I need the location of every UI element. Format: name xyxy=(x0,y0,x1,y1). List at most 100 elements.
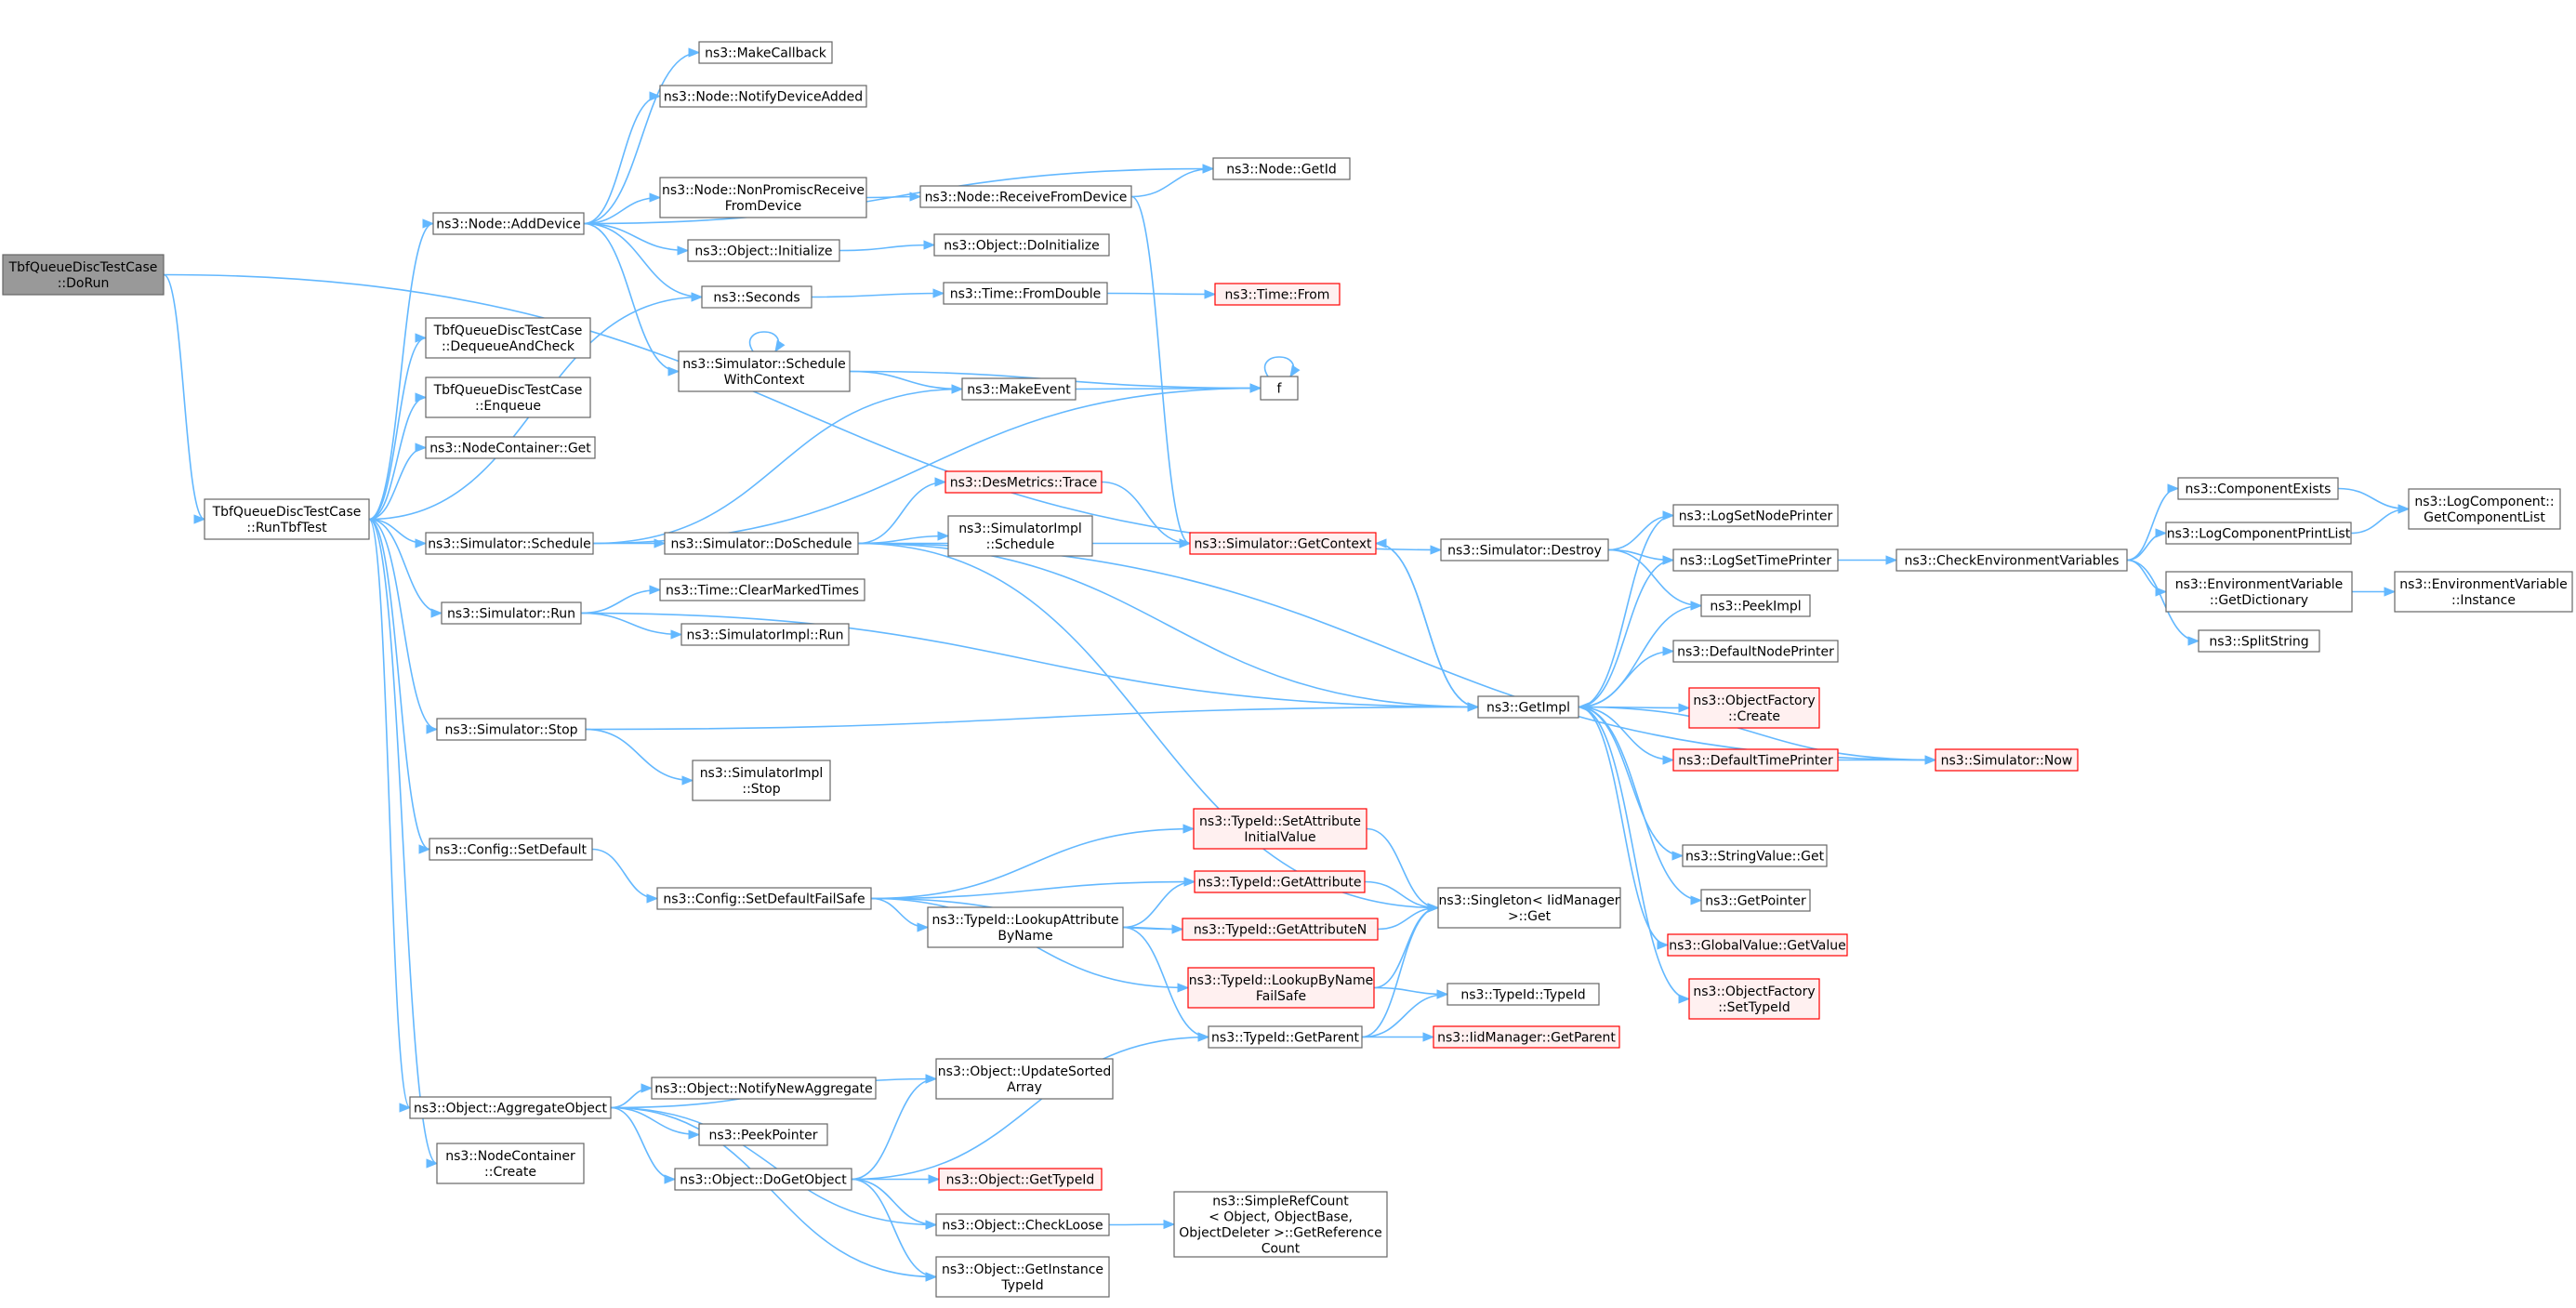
node-logsetnode[interactable]: ns3::LogSetNodePrinter xyxy=(1672,504,1839,527)
node-label: ns3::TypeId::GetAttribute xyxy=(1198,876,1362,891)
node-typeidgetparent[interactable]: ns3::TypeId::GetParent xyxy=(1208,1025,1363,1049)
node-checkloose[interactable]: ns3::Object::CheckLoose xyxy=(935,1213,1110,1236)
node-peekimpl[interactable]: ns3::PeekImpl xyxy=(1700,594,1811,617)
node-box xyxy=(1212,157,1351,180)
node-objinit[interactable]: ns3::Object::Initialize xyxy=(687,239,840,262)
node-f[interactable]: f xyxy=(1260,376,1299,401)
node-splitstring[interactable]: ns3::SplitString xyxy=(2198,629,2320,653)
edge-runtbf-nodecontget xyxy=(368,443,428,521)
node-label: TbfQueueDiscTestCase xyxy=(433,383,583,398)
node-desmetrics[interactable]: ns3::DesMetrics::Trace xyxy=(945,470,1103,494)
node-logcompprint[interactable]: ns3::LogComponentPrintList xyxy=(2165,522,2352,545)
node-getcontext[interactable]: ns3::Simulator::GetContext xyxy=(1189,532,1377,555)
node-logcompget[interactable]: ns3::LogComponent::GetComponentList xyxy=(2408,488,2561,530)
node-clearmarked[interactable]: ns3::Time::ClearMarkedTimes xyxy=(659,578,865,601)
node-simplerefcount[interactable]: ns3::SimpleRefCount< Object, ObjectBase,… xyxy=(1173,1191,1388,1258)
node-simrun[interactable]: ns3::Simulator::Run xyxy=(441,601,582,625)
edge-adddevice-notifydevadded xyxy=(583,91,662,225)
node-box xyxy=(927,906,1124,948)
edge-nonpromisc-receivefromdev xyxy=(865,192,922,202)
node-label: TbfQueueDiscTestCase xyxy=(8,260,158,275)
node-enqueue[interactable]: TbfQueueDiscTestCase::Enqueue xyxy=(425,377,591,418)
node-peekpointer[interactable]: ns3::PeekPointer xyxy=(698,1123,828,1146)
node-box xyxy=(1672,504,1839,527)
node-objfactcreate[interactable]: ns3::ObjectFactory::Create xyxy=(1688,687,1820,729)
node-getattributen[interactable]: ns3::TypeId::GetAttributeN xyxy=(1182,918,1379,941)
node-objfactsettid[interactable]: ns3::ObjectFactory::SetTypeId xyxy=(1688,978,1820,1020)
node-envinstance[interactable]: ns3::EnvironmentVariable::Instance xyxy=(2394,571,2573,613)
node-seconds[interactable]: ns3::Seconds xyxy=(701,285,812,309)
node-label: ns3::Object::CheckLoose xyxy=(942,1219,1103,1234)
node-envgetdict[interactable]: ns3::EnvironmentVariable::GetDictionary xyxy=(2165,571,2353,613)
edge-setattrinit-singletonget xyxy=(1366,827,1440,913)
node-label: ns3::IidManager::GetParent xyxy=(1437,1031,1616,1046)
edge-adddevice-seconds xyxy=(583,222,704,302)
edge-schedctx-schedctx xyxy=(748,331,786,353)
node-deftimeprinter[interactable]: ns3::DefaultTimePrinter xyxy=(1672,748,1839,772)
node-simstop[interactable]: ns3::Simulator::Stop xyxy=(436,718,587,741)
node-cfgsetdefault[interactable]: ns3::Config::SetDefault xyxy=(429,838,593,861)
node-dogetobject[interactable]: ns3::Object::DoGetObject xyxy=(674,1168,852,1191)
node-label: ns3::Node::NonPromiscReceive xyxy=(662,183,865,198)
node-dequeue[interactable]: TbfQueueDiscTestCase::DequeueAndCheck xyxy=(425,317,591,359)
edge-doschedule-singletonget xyxy=(857,542,1440,913)
node-notifydevadded[interactable]: ns3::Node::NotifyDeviceAdded xyxy=(659,85,867,108)
node-makeevent[interactable]: ns3::MakeEvent xyxy=(961,377,1077,401)
node-iidgetparent[interactable]: ns3::IidManager::GetParent xyxy=(1433,1025,1620,1049)
node-fromdouble[interactable]: ns3::Time::FromDouble xyxy=(943,282,1108,305)
node-compexists[interactable]: ns3::ComponentExists xyxy=(2177,477,2339,500)
edge-runtbf-enqueue xyxy=(368,392,428,521)
node-logsettime[interactable]: ns3::LogSetTimePrinter xyxy=(1672,548,1839,572)
node-simsched[interactable]: ns3::Simulator::Schedule xyxy=(425,532,594,555)
edge-runtbf-simstop xyxy=(368,518,439,734)
node-dorun[interactable]: TbfQueueDiscTestCase::DoRun xyxy=(2,254,165,296)
node-simimplrun[interactable]: ns3::SimulatorImpl::Run xyxy=(680,623,850,646)
node-adddevice[interactable]: ns3::Node::AddDevice xyxy=(432,212,585,235)
node-notifynewagg[interactable]: ns3::Object::NotifyNewAggregate xyxy=(651,1077,877,1100)
node-simnow[interactable]: ns3::Simulator::Now xyxy=(1935,748,2079,772)
node-objgettypeid[interactable]: ns3::Object::GetTypeId xyxy=(938,1168,1103,1191)
node-receivefromdev[interactable]: ns3::Node::ReceiveFromDevice xyxy=(919,185,1132,208)
node-label: ns3::Simulator::Destroy xyxy=(1447,544,1602,559)
edge-getattribute-singletonget xyxy=(1364,880,1440,913)
node-getid[interactable]: ns3::Node::GetId xyxy=(1212,157,1351,180)
node-getimpl[interactable]: ns3::GetImpl xyxy=(1477,695,1579,719)
node-cfgsetdefaultfs[interactable]: ns3::Config::SetDefaultFailSafe xyxy=(656,887,872,910)
node-globalvalget[interactable]: ns3::GlobalValue::GetValue xyxy=(1667,933,1848,957)
node-timefrom[interactable]: ns3::Time::From xyxy=(1214,283,1341,306)
edge-getimpl-defnodeprinter xyxy=(1578,646,1675,708)
node-label: ns3::SimpleRefCount xyxy=(1212,1195,1349,1209)
node-aggregate[interactable]: ns3::Object::AggregateObject xyxy=(409,1096,612,1119)
node-getattribute[interactable]: ns3::TypeId::GetAttribute xyxy=(1194,870,1366,893)
node-stringvalget[interactable]: ns3::StringValue::Get xyxy=(1682,844,1828,867)
node-getpointer[interactable]: ns3::GetPointer xyxy=(1700,889,1811,912)
node-box xyxy=(664,532,859,555)
node-checkenv[interactable]: ns3::CheckEnvironmentVariables xyxy=(1896,548,2128,572)
node-defnodeprinter[interactable]: ns3::DefaultNodePrinter xyxy=(1672,640,1839,663)
node-objdoinit[interactable]: ns3::Object::DoInitialize xyxy=(933,233,1110,257)
edge-aggregate-notifynewagg xyxy=(610,1083,654,1109)
node-nodecontget[interactable]: ns3::NodeContainer::Get xyxy=(425,436,596,459)
node-label: ns3::StringValue::Get xyxy=(1685,850,1825,865)
node-box xyxy=(1672,640,1839,663)
node-simdestroy[interactable]: ns3::Simulator::Destroy xyxy=(1440,538,1609,562)
node-box xyxy=(651,1077,877,1100)
node-runtbf[interactable]: TbfQueueDiscTestCase::RunTbfTest xyxy=(204,498,370,540)
node-singletonget[interactable]: ns3::Singleton< IidManager>::Get xyxy=(1437,887,1621,929)
node-simimplsched[interactable]: ns3::SimulatorImpl::Schedule xyxy=(947,515,1093,557)
node-box xyxy=(2177,477,2339,500)
node-doschedule[interactable]: ns3::Simulator::DoSchedule xyxy=(664,532,859,555)
node-simimplstop[interactable]: ns3::SimulatorImpl::Stop xyxy=(692,760,831,801)
node-nodecontcreate[interactable]: ns3::NodeContainer::Create xyxy=(436,1143,585,1184)
edge-receivefromdev-getid xyxy=(1130,164,1215,198)
edge-aggregate-dogetobject xyxy=(610,1106,677,1184)
node-typeidtypeid[interactable]: ns3::TypeId::TypeId xyxy=(1447,983,1600,1006)
node-makecallback[interactable]: ns3::MakeCallback xyxy=(698,41,833,64)
